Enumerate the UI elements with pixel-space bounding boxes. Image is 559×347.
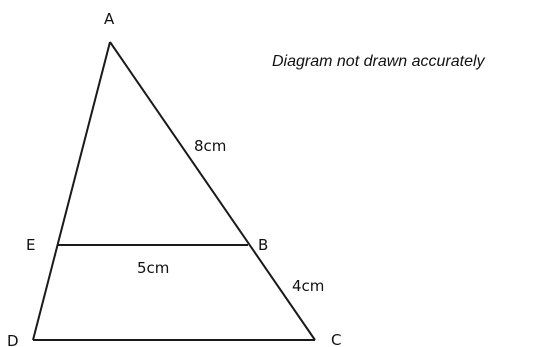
length-label-eb: 5cm [137,259,169,277]
vertex-label-b: B [258,236,268,254]
vertex-label-e: E [26,236,35,254]
vertex-label-c: C [331,331,341,347]
side-ad [32,41,111,341]
accuracy-note: Diagram not drawn accurately [272,53,485,70]
vertex-label-d: D [7,332,19,347]
length-label-bc: 4cm [292,277,324,295]
side-ac [109,41,316,341]
vertex-label-a: A [104,10,115,28]
length-label-ab: 8cm [194,137,226,155]
